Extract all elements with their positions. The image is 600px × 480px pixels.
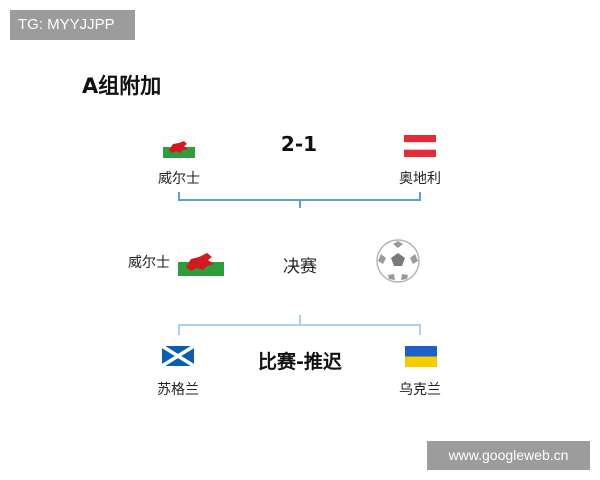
wales-flag-icon bbox=[163, 136, 195, 158]
match-status: 比赛-推迟 bbox=[258, 351, 342, 373]
ukraine-flag-icon bbox=[405, 346, 437, 367]
team-label-away-2: 乌克兰 bbox=[399, 382, 441, 398]
lower-bracket-line bbox=[178, 315, 421, 335]
wales-flag-final-icon bbox=[178, 248, 224, 276]
final-team-label: 威尔士 bbox=[128, 255, 170, 271]
scotland-flag-icon bbox=[162, 346, 194, 366]
watermark: www.googleweb.cn bbox=[427, 441, 590, 470]
match-score: 2-1 bbox=[280, 132, 318, 156]
soccer-ball-icon bbox=[376, 239, 420, 283]
final-label: 决赛 bbox=[283, 257, 317, 277]
header-tag: TG: MYYJJPP bbox=[10, 10, 135, 40]
team-label-home-2: 苏格兰 bbox=[157, 382, 199, 398]
group-title: A组附加 bbox=[82, 74, 162, 98]
austria-flag-icon bbox=[404, 135, 436, 157]
team-label-home-1: 威尔士 bbox=[158, 171, 200, 187]
team-label-away-1: 奥地利 bbox=[399, 171, 441, 187]
upper-bracket-line bbox=[178, 192, 421, 208]
